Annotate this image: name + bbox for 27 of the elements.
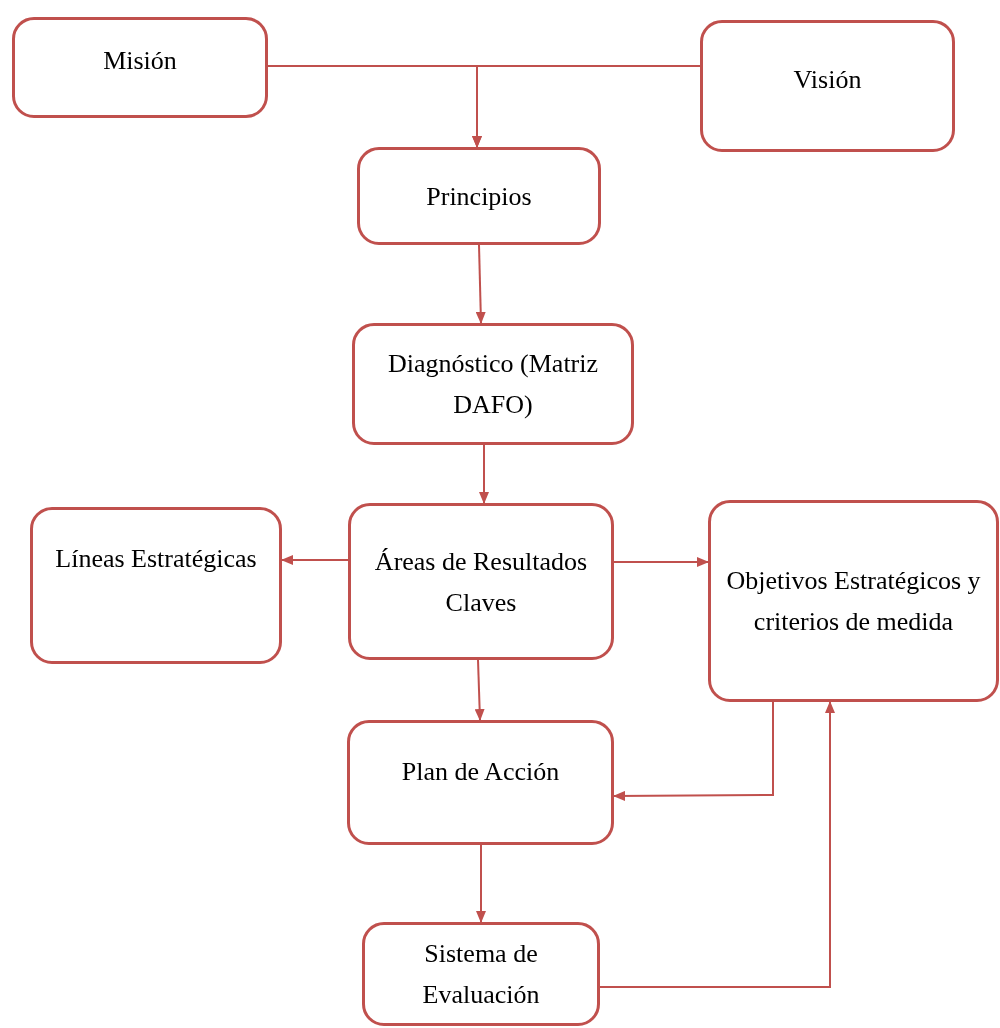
box-label: Líneas Estratégicas (55, 543, 257, 575)
process-box (357, 147, 601, 245)
arrow (613, 557, 709, 567)
process-box (352, 323, 634, 445)
arrow (472, 65, 701, 148)
arrow (613, 701, 774, 801)
process-box (347, 720, 614, 845)
process-box (12, 17, 268, 118)
process-box (362, 922, 600, 1026)
arrow (474, 659, 485, 721)
arrow (281, 555, 349, 565)
box-label: Principios (426, 180, 532, 213)
box-label: Misión (103, 45, 177, 77)
box-label: Plan de Acción (401, 756, 560, 788)
process-box (708, 500, 999, 702)
box-label: Visión (793, 64, 862, 96)
arrow (599, 701, 835, 988)
arrow (476, 844, 486, 923)
box-label: Sistema de Evaluación (421, 938, 541, 1011)
process-box (348, 503, 614, 660)
arrow (475, 244, 486, 324)
arrow (479, 444, 489, 504)
process-box (700, 20, 955, 152)
process-box (30, 507, 282, 664)
box-label: Áreas de Resultados Claves (373, 545, 589, 619)
box-label: Diagnóstico (Matriz DAFO) (386, 348, 600, 421)
box-label: Objetivos Estratégicos y criterios de medida (725, 565, 982, 638)
